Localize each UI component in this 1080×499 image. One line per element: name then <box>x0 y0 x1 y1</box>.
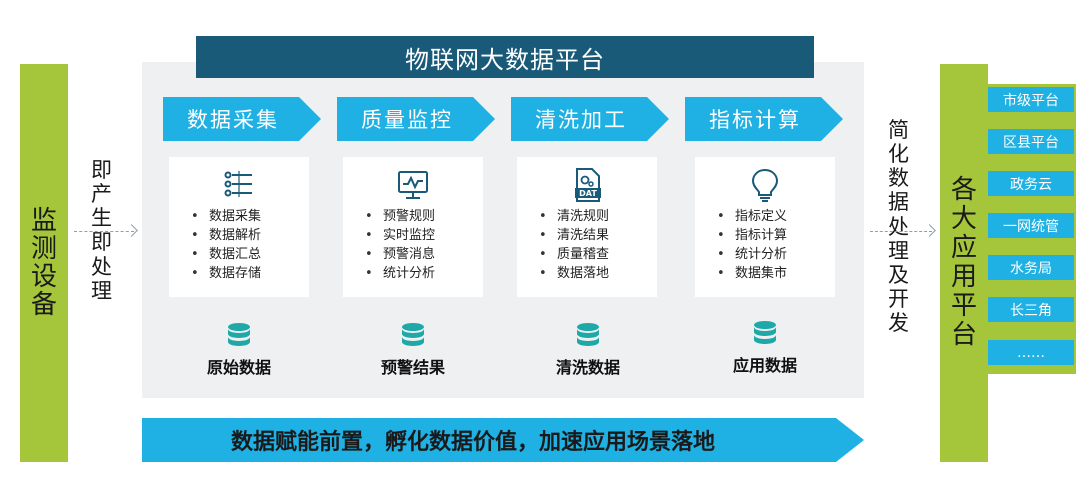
output-label-raw: 原始数据 <box>206 358 271 377</box>
lightbulb-icon <box>751 168 779 202</box>
list-item: 预警消息 <box>365 245 435 264</box>
list-item: 统计分析 <box>365 264 435 283</box>
app-item: 区县平台 <box>988 129 1074 154</box>
stage-card-collect: 数据采集 数据解析 数据汇总 数据存储 <box>169 157 309 297</box>
left-mid-char: 生 <box>91 206 112 231</box>
right-bar-char: 台 <box>950 320 977 351</box>
list-item: 质量稽查 <box>539 245 609 264</box>
right-bar-char: 平 <box>950 291 977 322</box>
app-item: 市级平台 <box>988 87 1074 112</box>
left-bar-char: 设 <box>30 262 57 292</box>
dat-icon-text: DAT <box>579 189 597 198</box>
right-mid-char: 据 <box>888 190 909 215</box>
stage-chevron-quality: 质量监控 <box>337 97 495 141</box>
database-icon <box>754 321 776 344</box>
right-mid-char: 简 <box>888 118 909 142</box>
left-bar-char: 备 <box>30 290 57 321</box>
output-label-app: 应用数据 <box>732 356 797 375</box>
output-label-alert: 预警结果 <box>380 358 445 377</box>
database-icon <box>228 323 250 346</box>
left-mid-char: 处 <box>91 254 112 279</box>
right-bar-char: 大 <box>950 203 977 234</box>
stage-chevron-clean: 清洗加工 <box>511 97 669 141</box>
value-banner-arrow: 数据赋能前置，孵化数据价值，加速应用场景落地 <box>142 418 864 462</box>
list-icon <box>224 171 252 197</box>
platform-title: 物联网大数据平台 <box>196 36 814 78</box>
instant-processing-label: 即 产 生 即 处 理 <box>91 158 112 303</box>
list-item: 实时监控 <box>365 226 435 245</box>
left-mid-char: 即 <box>91 158 112 182</box>
stage-chevron-collect: 数据采集 <box>163 97 321 141</box>
right-mid-char: 开 <box>888 286 909 311</box>
left-bar-char: 测 <box>30 233 57 264</box>
stage-chevron-metrics: 指标计算 <box>685 97 843 141</box>
right-mid-char: 数 <box>888 166 909 191</box>
database-icon <box>577 323 599 346</box>
list-item: 统计分析 <box>717 245 787 264</box>
app-item: 政务云 <box>988 171 1074 196</box>
left-mid-char: 即 <box>91 230 112 255</box>
stage-card-clean: DAT 清洗规则 清洗结果 质量稽查 数据落地 <box>517 157 657 297</box>
right-mid-char: 发 <box>888 311 909 336</box>
list-item: 指标定义 <box>717 207 787 226</box>
app-item: 一网统管 <box>988 213 1074 238</box>
left-mid-char: 产 <box>91 182 112 207</box>
monitoring-devices-bar: 监 测 设 备 <box>20 64 68 462</box>
right-dashed-arrow <box>870 231 932 232</box>
list-item: 清洗结果 <box>539 226 609 245</box>
list-item: 数据落地 <box>539 264 609 283</box>
application-platforms-bar: 各 大 应 用 平 台 <box>940 64 988 462</box>
list-item: 数据存储 <box>191 264 261 283</box>
stage-card-metrics: 指标定义 指标计算 统计分析 数据集市 <box>695 157 835 297</box>
left-bar-char: 监 <box>30 205 57 236</box>
right-bar-char: 各 <box>950 174 977 205</box>
output-label-clean: 清洗数据 <box>555 358 620 377</box>
apps-panel: 市级平台 区县平台 政务云 一网统管 水务局 长三角 …… <box>988 84 1076 374</box>
simplify-processing-label: 简 化 数 据 处 理 及 开 发 <box>888 118 909 335</box>
list-item: 数据集市 <box>717 264 787 283</box>
list-item: 数据采集 <box>191 207 261 226</box>
right-mid-char: 处 <box>888 214 909 239</box>
app-item: …… <box>988 340 1074 365</box>
database-icon <box>402 323 424 346</box>
right-bar-char: 用 <box>950 262 977 292</box>
list-item: 指标计算 <box>717 226 787 245</box>
stage-card-quality: 预警规则 实时监控 预警消息 统计分析 <box>343 157 483 297</box>
right-bar-char: 应 <box>950 232 977 263</box>
app-item: 长三角 <box>988 297 1074 322</box>
app-item: 水务局 <box>988 255 1074 280</box>
list-item: 清洗规则 <box>539 207 609 226</box>
list-item: 预警规则 <box>365 207 435 226</box>
left-dashed-arrow <box>74 231 134 232</box>
list-item: 数据汇总 <box>191 245 261 264</box>
right-mid-char: 及 <box>888 262 909 287</box>
dat-file-icon: DAT <box>575 168 601 202</box>
left-mid-char: 理 <box>91 278 112 303</box>
list-item: 数据解析 <box>191 226 261 245</box>
right-mid-char: 化 <box>888 142 909 167</box>
monitor-icon <box>398 171 428 199</box>
right-mid-char: 理 <box>888 238 909 263</box>
